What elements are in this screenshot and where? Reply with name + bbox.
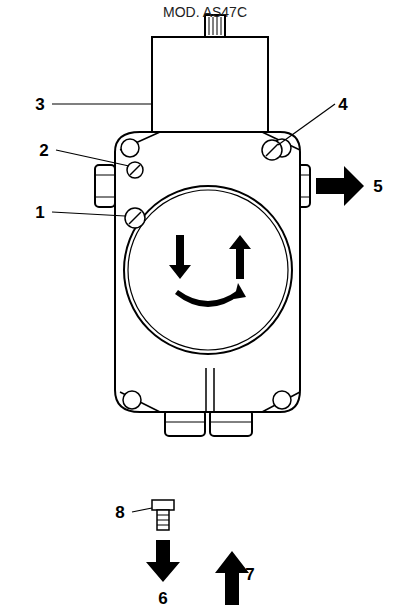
return-fitting xyxy=(165,410,205,436)
callout-number: 5 xyxy=(373,178,382,195)
callout-number: 7 xyxy=(245,566,254,583)
return-arrow xyxy=(146,540,180,582)
diagram-title: MOD. AS47C xyxy=(163,5,247,19)
suction-arrow xyxy=(215,551,249,605)
left-fitting xyxy=(95,165,115,207)
callout-number: 3 xyxy=(35,96,44,113)
callout-number: 4 xyxy=(338,96,347,113)
pump-body xyxy=(115,132,300,412)
callout-number: 2 xyxy=(39,142,48,159)
screw-4 xyxy=(262,140,282,160)
suction-fitting xyxy=(210,410,252,436)
outlet-arrow xyxy=(316,166,364,206)
callout-number: 8 xyxy=(115,504,124,521)
plug-8 xyxy=(152,500,174,510)
solenoid-coil xyxy=(152,37,268,133)
callout-number: 1 xyxy=(35,204,44,221)
pump-cover xyxy=(124,186,292,354)
screw-1 xyxy=(125,208,145,228)
callout-number: 6 xyxy=(158,590,167,607)
